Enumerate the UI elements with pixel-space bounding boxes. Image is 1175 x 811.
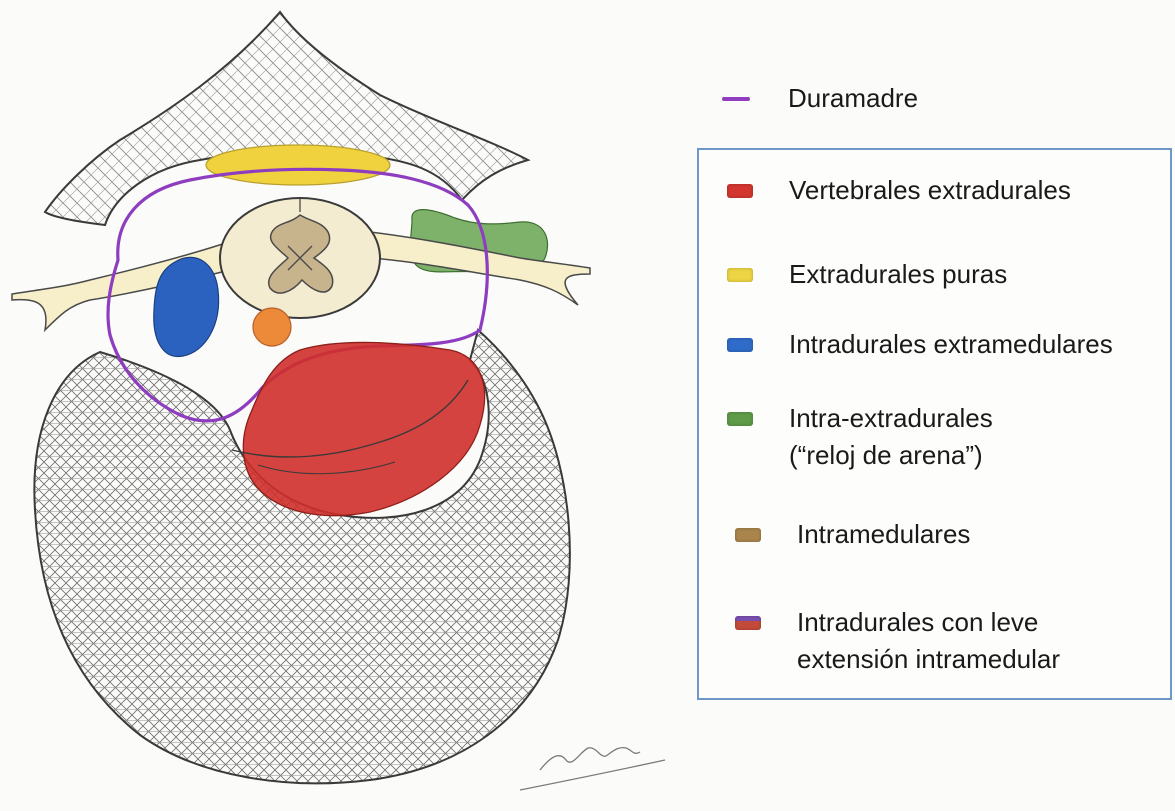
swatch-red (727, 184, 753, 198)
legend-label-dura: Duramadre (788, 80, 918, 117)
lesion-intramedullary-extension (253, 308, 291, 346)
swatch-brown (735, 528, 761, 542)
swatch-yellow (727, 268, 753, 282)
legend-label: Intramedulares (797, 516, 970, 553)
artist-signature (520, 748, 665, 790)
legend-label: Extradurales puras (789, 256, 1007, 293)
legend-item-intradural-slight-extension: Intradurales con leve extensión intramed… (735, 604, 761, 630)
lesion-intradural-extramedullary (154, 257, 219, 356)
legend-item-extradural-pure: Extradurales puras (727, 256, 753, 282)
legend-box: Vertebrales extradurales Extradurales pu… (697, 148, 1172, 700)
swatch-red-purple (735, 616, 761, 630)
swatch-green (727, 412, 753, 426)
swatch-blue (727, 338, 753, 352)
legend-label: Intradurales extramedulares (789, 326, 1113, 363)
posterior-arch (45, 12, 528, 225)
dura-swatch (722, 97, 750, 101)
legend-item-vertebral-extradural: Vertebrales extradurales (727, 172, 753, 198)
spine-cross-section-drawing (0, 0, 690, 811)
legend-dura: Duramadre (722, 80, 918, 117)
legend-label: Intra-extradurales (“reloj de arena”) (789, 400, 993, 474)
legend-item-intradural-extramedullary: Intradurales extramedulares (727, 326, 753, 352)
lesion-vertebral-extradural (243, 342, 484, 515)
legend-label: Vertebrales extradurales (789, 172, 1071, 209)
legend-item-intramedullary: Intramedulares (735, 516, 761, 542)
lesion-extradural-pure (206, 145, 390, 185)
legend-item-intra-extradural: Intra-extradurales (“reloj de arena”) (727, 400, 753, 426)
legend-label: Intradurales con leve extensión intramed… (797, 604, 1060, 678)
